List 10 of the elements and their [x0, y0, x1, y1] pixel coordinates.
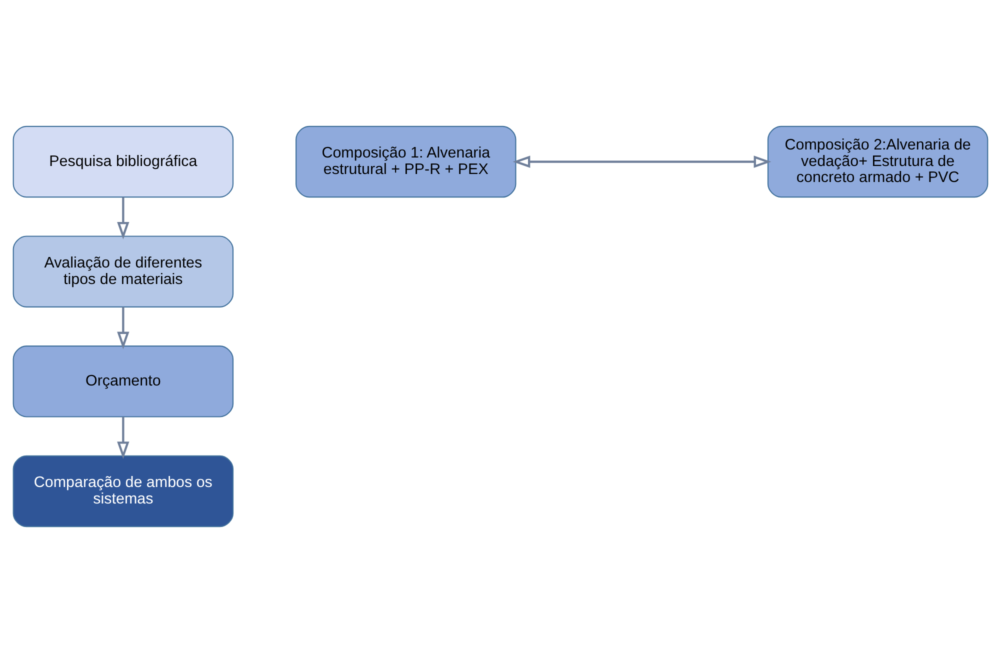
arrow [116, 416, 129, 460]
arrow [116, 197, 129, 240]
node-box: Composição 1: Alvenaria estrutural + PP-R + PEX [295, 126, 516, 198]
node-box: Avaliação de diferentes tipos de materiais [12, 236, 234, 308]
node-box: Orçamento [12, 346, 234, 418]
arrow [512, 156, 771, 168]
node-box: Pesquisa bibliográfica [12, 126, 234, 198]
node-box: Comparação de ambos os sistemas [12, 455, 234, 528]
node-box: Composição 2:Alvenaria de vedação+ Estrutura de concreto armado + PVC [766, 126, 988, 198]
arrow [116, 307, 129, 350]
